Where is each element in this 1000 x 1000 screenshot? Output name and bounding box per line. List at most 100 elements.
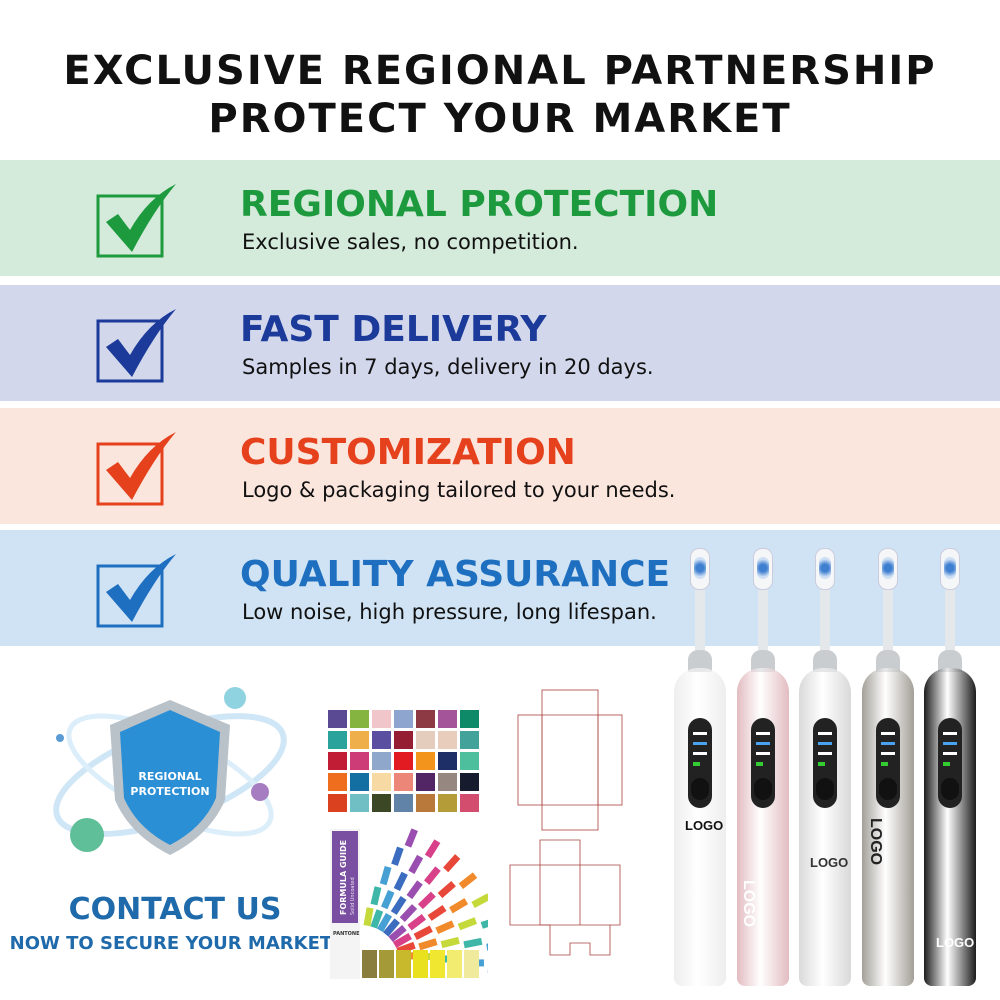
brush-head bbox=[753, 548, 773, 590]
checkbox-check-icon bbox=[96, 554, 176, 628]
fan-strip bbox=[458, 872, 478, 889]
color-swatch bbox=[372, 731, 391, 749]
fan-strip bbox=[457, 917, 478, 931]
color-swatch bbox=[416, 794, 435, 812]
lcd-display bbox=[938, 718, 962, 808]
color-swatch bbox=[372, 710, 391, 728]
fan-strip bbox=[417, 891, 436, 910]
fan-strip bbox=[408, 854, 424, 874]
brush-neck bbox=[820, 590, 830, 655]
fan-strip bbox=[388, 925, 407, 942]
brush-neck bbox=[883, 590, 893, 655]
benefit-subtitle: Exclusive sales, no competition. bbox=[242, 230, 579, 254]
brush-neck bbox=[945, 590, 955, 655]
power-button bbox=[691, 778, 709, 800]
fan-chip bbox=[447, 950, 462, 978]
pantone-subtitle: Solid Uncoated bbox=[350, 877, 356, 915]
benefit-title: CUSTOMIZATION bbox=[240, 432, 576, 473]
fan-strip bbox=[407, 914, 426, 931]
benefit-band-0: REGIONAL PROTECTION Exclusive sales, no … bbox=[0, 160, 1000, 276]
benefit-band-3: QUALITY ASSURANCE Low noise, high pressu… bbox=[0, 530, 1000, 646]
power-button bbox=[754, 778, 772, 800]
fan-strip bbox=[423, 866, 441, 885]
color-swatch bbox=[350, 794, 369, 812]
color-swatch bbox=[460, 731, 479, 749]
fan-strip bbox=[480, 919, 488, 929]
fan-chip bbox=[379, 950, 394, 978]
pantone-brand: PANTONE bbox=[333, 931, 360, 937]
brush-collar bbox=[688, 650, 712, 672]
product-logo: LOGO bbox=[740, 880, 757, 928]
headline-line-2: PROTECT YOUR MARKET bbox=[208, 96, 792, 142]
brush-head bbox=[815, 548, 835, 590]
color-swatch bbox=[416, 752, 435, 770]
fan-strip bbox=[486, 943, 488, 951]
color-swatch bbox=[350, 710, 369, 728]
fan-strip bbox=[392, 932, 412, 949]
lcd-display bbox=[751, 718, 775, 808]
color-swatch bbox=[372, 752, 391, 770]
fan-strip bbox=[370, 886, 382, 906]
checkbox-check-icon bbox=[96, 432, 176, 506]
brush-neck bbox=[695, 590, 705, 655]
brush-head bbox=[878, 548, 898, 590]
benefit-band-1: FAST DELIVERY Samples in 7 days, deliver… bbox=[0, 285, 1000, 401]
color-swatch bbox=[328, 773, 347, 791]
color-swatch bbox=[372, 794, 391, 812]
brush-handle bbox=[799, 668, 851, 986]
benefit-subtitle: Logo & packaging tailored to your needs. bbox=[242, 478, 676, 502]
benefit-band-2: CUSTOMIZATION Logo & packaging tailored … bbox=[0, 408, 1000, 524]
color-swatch bbox=[328, 731, 347, 749]
color-swatch bbox=[416, 773, 435, 791]
lcd-display bbox=[876, 718, 900, 808]
brush-head bbox=[690, 548, 710, 590]
color-swatch bbox=[438, 794, 457, 812]
fan-strip bbox=[418, 938, 438, 951]
benefit-title: REGIONAL PROTECTION bbox=[240, 184, 719, 225]
fan-strip bbox=[391, 846, 404, 866]
brush-collar bbox=[876, 650, 900, 672]
color-swatch bbox=[460, 710, 479, 728]
brush-head bbox=[940, 548, 960, 590]
fan-strip bbox=[443, 854, 461, 873]
fan-strip bbox=[363, 907, 374, 927]
benefit-subtitle: Samples in 7 days, delivery in 20 days. bbox=[242, 355, 654, 379]
checkbox-check-icon bbox=[96, 184, 176, 258]
fan-chip bbox=[430, 950, 445, 978]
fan-chip bbox=[413, 950, 428, 978]
lcd-display bbox=[813, 718, 837, 808]
brush-collar bbox=[751, 650, 775, 672]
regional-protection-shield-graphic: REGIONAL PROTECTION bbox=[53, 687, 287, 855]
fan-chip bbox=[396, 950, 411, 978]
product-logo: LOGO bbox=[867, 818, 884, 866]
color-swatch bbox=[394, 773, 413, 791]
color-swatch bbox=[438, 773, 457, 791]
brush-collar bbox=[813, 650, 837, 672]
brush-handle bbox=[737, 668, 789, 986]
fan-strip bbox=[379, 865, 392, 886]
color-swatch bbox=[416, 731, 435, 749]
product-logo: LOGO bbox=[685, 818, 724, 833]
color-swatch bbox=[394, 731, 413, 749]
fan-strip bbox=[440, 936, 460, 949]
checkbox-check-icon bbox=[96, 309, 176, 383]
brush-neck bbox=[758, 590, 768, 655]
color-swatch bbox=[394, 794, 413, 812]
fan-chip bbox=[362, 950, 377, 978]
fan-strip bbox=[463, 937, 483, 949]
packaging-dieline-graphic bbox=[509, 689, 623, 956]
color-swatch bbox=[460, 794, 479, 812]
shield-label-1: REGIONAL bbox=[138, 770, 201, 783]
fan-chip bbox=[464, 950, 479, 978]
headline-line-1: EXCLUSIVE REGIONAL PARTNERSHIP bbox=[63, 48, 937, 94]
color-swatch bbox=[350, 752, 369, 770]
fan-strip bbox=[437, 881, 456, 899]
benefit-title: FAST DELIVERY bbox=[240, 309, 547, 350]
contact-us-title[interactable]: CONTACT US bbox=[68, 892, 282, 927]
fan-strip bbox=[393, 871, 408, 892]
pantone-fan-graphic: FORMULA GUIDE Solid Uncoated PANTONE bbox=[330, 828, 488, 979]
product-logo: LOGO bbox=[810, 855, 849, 870]
power-button bbox=[816, 778, 834, 800]
color-swatch bbox=[394, 752, 413, 770]
fan-strip bbox=[406, 880, 423, 900]
